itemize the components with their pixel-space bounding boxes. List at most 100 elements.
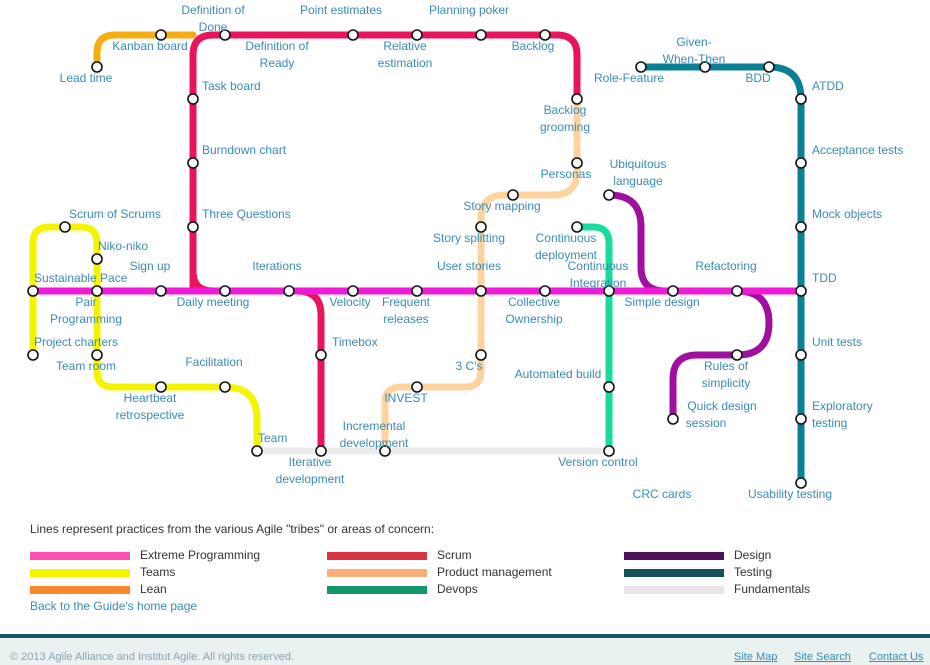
station-label[interactable]: Burndown chart [202, 143, 287, 157]
station-stop[interactable] [27, 349, 39, 361]
site-map-link[interactable]: Site Map [734, 651, 778, 663]
station-stop[interactable] [507, 189, 519, 201]
station-stop[interactable] [795, 221, 807, 233]
station-label[interactable]: Definition of [245, 39, 309, 53]
station-label[interactable]: Iterations [252, 259, 301, 273]
station-stop[interactable] [795, 349, 807, 361]
station-stop[interactable] [347, 285, 359, 297]
station-label[interactable]: Sign up [130, 259, 171, 273]
station-label[interactable]: Project charters [34, 335, 118, 349]
station-stop[interactable] [539, 285, 551, 297]
station-stop[interactable] [219, 381, 231, 393]
station-label[interactable]: Continuous [536, 231, 597, 245]
station-label[interactable]: Velocity [329, 295, 370, 309]
station-stop[interactable] [795, 93, 807, 105]
station-label[interactable]: Backlog [544, 103, 587, 117]
station-label[interactable]: estimation [378, 56, 433, 70]
station-stop[interactable] [699, 61, 711, 73]
station-label[interactable]: Scrum of Scrums [69, 207, 161, 221]
station-label[interactable]: User stories [437, 259, 501, 273]
station-stop[interactable] [91, 349, 103, 361]
station-label[interactable]: TDD [812, 271, 837, 285]
station-label[interactable]: retrospective [116, 408, 185, 422]
station-stop[interactable] [155, 381, 167, 393]
station-stop[interactable] [411, 381, 423, 393]
station-label[interactable]: Ubiquitous [610, 157, 667, 171]
station-stop[interactable] [91, 253, 103, 265]
station-stop[interactable] [795, 157, 807, 169]
station-stop[interactable] [251, 445, 263, 457]
station-stop[interactable] [731, 349, 743, 361]
station-label[interactable]: Kanban board [112, 39, 187, 53]
station-label[interactable]: Task board [202, 79, 261, 93]
station-stop[interactable] [91, 285, 103, 297]
station-stop[interactable] [667, 413, 679, 425]
station-label[interactable]: Rules of [704, 359, 749, 373]
station-stop[interactable] [315, 445, 327, 457]
station-stop[interactable] [219, 29, 231, 41]
station-label[interactable]: Acceptance tests [812, 143, 903, 157]
station-label[interactable]: When-Then [663, 52, 726, 66]
station-label[interactable]: Timebox [332, 335, 378, 349]
station-label[interactable]: development [276, 472, 345, 486]
station-label[interactable]: simplicity [702, 376, 751, 390]
station-label[interactable]: Iterative [289, 455, 332, 469]
station-label[interactable]: session [686, 416, 727, 430]
station-label[interactable]: Planning poker [429, 3, 509, 17]
station-label[interactable]: BDD [745, 71, 771, 85]
station-label[interactable]: CRC cards [633, 487, 692, 501]
station-label[interactable]: Done [199, 20, 228, 34]
station-label[interactable]: Continuous [568, 259, 629, 273]
station-stop[interactable] [795, 413, 807, 425]
station-label[interactable]: Heartbeat [124, 391, 177, 405]
station-label[interactable]: 3 C's [456, 359, 483, 373]
station-label[interactable]: Exploratory [812, 399, 873, 413]
station-stop[interactable] [155, 29, 167, 41]
station-label[interactable]: Given- [676, 35, 711, 49]
station-stop[interactable] [603, 445, 615, 457]
station-label[interactable]: deployment [535, 248, 598, 262]
station-stop[interactable] [411, 285, 423, 297]
station-stop[interactable] [187, 93, 199, 105]
station-stop[interactable] [571, 93, 583, 105]
station-stop[interactable] [475, 285, 487, 297]
station-stop[interactable] [603, 381, 615, 393]
station-stop[interactable] [635, 61, 647, 73]
station-label[interactable]: Quick design [687, 399, 756, 413]
station-label[interactable]: Automated build [515, 367, 602, 381]
station-label[interactable]: Incremental [343, 419, 406, 433]
station-label[interactable]: Facilitation [185, 355, 242, 369]
site-search-link[interactable]: Site Search [794, 651, 851, 663]
station-stop[interactable] [379, 445, 391, 457]
station-label[interactable]: Version control [558, 455, 637, 469]
station-stop[interactable] [187, 157, 199, 169]
station-stop[interactable] [667, 285, 679, 297]
station-stop[interactable] [315, 349, 327, 361]
station-label[interactable]: Three Questions [202, 207, 291, 221]
station-label[interactable]: Pair [75, 295, 96, 309]
station-label[interactable]: Usability testing [748, 487, 832, 501]
station-label[interactable]: Niko-niko [98, 239, 148, 253]
station-label[interactable]: Story mapping [463, 199, 540, 213]
station-label[interactable]: Ownership [505, 312, 563, 326]
contact-us-link[interactable]: Contact Us [869, 651, 924, 663]
station-label[interactable]: Programming [50, 312, 122, 326]
station-label[interactable]: Integration [570, 276, 627, 290]
station-label[interactable]: releases [383, 312, 428, 326]
station-label[interactable]: Simple design [624, 295, 699, 309]
station-stop[interactable] [91, 61, 103, 73]
station-stop[interactable] [59, 221, 71, 233]
station-label[interactable]: Ready [260, 56, 295, 70]
station-label[interactable]: Team room [56, 359, 116, 373]
station-label[interactable]: ATDD [812, 79, 844, 93]
station-label[interactable]: grooming [540, 120, 590, 134]
station-label[interactable]: Role-Feature [594, 71, 664, 85]
station-label[interactable]: Frequent [382, 295, 431, 309]
station-label[interactable]: Team [258, 431, 287, 445]
station-label[interactable]: INVEST [384, 391, 428, 405]
station-stop[interactable] [731, 285, 743, 297]
station-label[interactable]: Definition of [181, 3, 245, 17]
station-stop[interactable] [283, 285, 295, 297]
station-stop[interactable] [603, 189, 615, 201]
station-label[interactable]: Collective [508, 295, 560, 309]
